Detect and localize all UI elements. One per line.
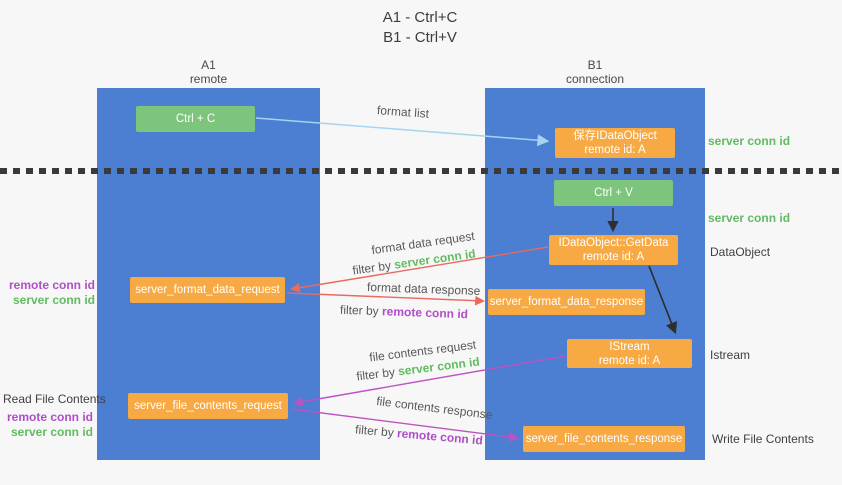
node-istream: IStream remote id: A xyxy=(567,339,692,368)
node-istream-line1: IStream xyxy=(609,340,650,353)
diagram-title: A1 - Ctrl+C B1 - Ctrl+V xyxy=(335,8,505,48)
title-line-1: A1 - Ctrl+C xyxy=(382,9,458,26)
filter1-prefix: filter by xyxy=(351,257,396,278)
lifeline-header-a1: A1 remote xyxy=(97,58,320,86)
node-ctrl-v: Ctrl + V xyxy=(554,180,673,206)
node-istream-line2: remote id: A xyxy=(598,354,661,367)
label-filter-by-remote-conn-id-2: filter by remote conn id xyxy=(355,422,484,447)
label-server-conn-id-mid: server conn id xyxy=(708,211,791,225)
node-save-idataobject-line2: remote id: A xyxy=(584,144,646,156)
label-server-conn-id-2: server conn id xyxy=(10,425,93,439)
node-save-idataobject-line1: 保存IDataObject xyxy=(573,130,657,142)
label-remote-conn-id-2: remote conn id xyxy=(6,410,93,424)
node-ctrl-v-label: Ctrl + V xyxy=(594,187,633,199)
lifeline-b1-id: B1 xyxy=(587,58,603,72)
title-line-2: B1 - Ctrl+V xyxy=(383,29,457,46)
lifeline-header-b1: B1 connection xyxy=(485,58,705,86)
filter2-value: remote conn id xyxy=(381,304,469,322)
node-server-format-data-request: server_format_data_request xyxy=(130,277,285,303)
label-file-contents-response: file contents response xyxy=(375,393,494,423)
conn-id-pair-1: remote conn id server conn id xyxy=(0,278,95,308)
label-read-file-contents: Read File Contents xyxy=(3,392,106,406)
lifeline-a1-subtitle: remote xyxy=(189,72,228,86)
node-getdata-line1: IDataObject::GetData xyxy=(558,237,669,249)
node-format-response-label: server_format_data_response xyxy=(489,296,644,308)
label-dataobject: DataObject xyxy=(710,245,771,259)
filter4-value: remote conn id xyxy=(396,426,484,448)
node-server-format-data-response: server_format_data_response xyxy=(488,289,645,315)
node-ctrl-c: Ctrl + C xyxy=(136,106,255,132)
lifeline-a1-id: A1 xyxy=(201,58,216,72)
lifeline-b1-subtitle: connection xyxy=(565,72,625,86)
filter4-prefix: filter by xyxy=(354,422,398,441)
node-file-request-label: server_file_contents_request xyxy=(134,400,282,412)
node-file-response-label: server_file_contents_response xyxy=(525,433,683,445)
label-filter-by-remote-conn-id-1: filter by remote conn id xyxy=(340,303,468,321)
node-server-file-contents-response: server_file_contents_response xyxy=(523,426,685,452)
conn-id-pair-2: remote conn id server conn id xyxy=(0,410,93,440)
node-getdata-line2: remote id: A xyxy=(582,251,645,263)
node-idataobject-getdata: IDataObject::GetData remote id: A xyxy=(549,235,678,265)
filter3-prefix: filter by xyxy=(355,364,400,384)
node-ctrl-c-label: Ctrl + C xyxy=(175,113,216,125)
label-server-conn-id-top: server conn id xyxy=(708,134,791,148)
node-save-idataobject: 保存IDataObject remote id: A xyxy=(555,128,675,158)
node-server-file-contents-request: server_file_contents_request xyxy=(128,393,288,419)
label-format-data-response: format data response xyxy=(366,280,481,298)
node-format-request-label: server_format_data_request xyxy=(135,284,280,296)
label-write-file-contents: Write File Contents xyxy=(712,432,814,446)
label-format-list: format list xyxy=(376,103,430,121)
phase-separator-dotted-line xyxy=(0,168,842,174)
filter2-prefix: filter by xyxy=(339,302,383,319)
label-istream: Istream xyxy=(710,348,751,362)
label-remote-conn-id-1: remote conn id xyxy=(8,278,95,292)
label-server-conn-id-1: server conn id xyxy=(12,293,95,307)
